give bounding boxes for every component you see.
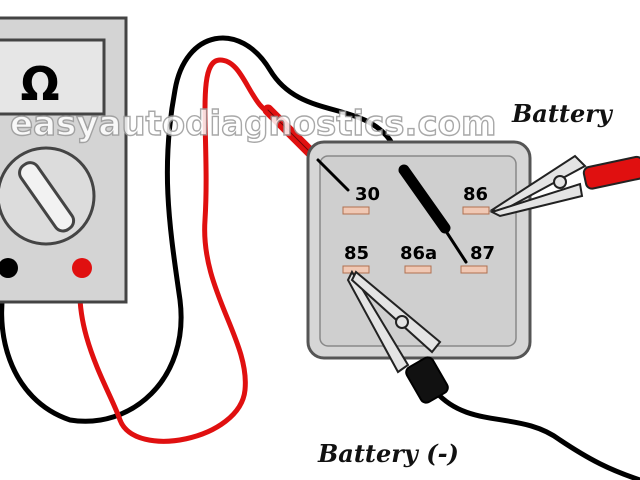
volt-ohm-jack xyxy=(72,258,92,278)
terminal-86 xyxy=(462,206,490,215)
pin-label-86: 86 xyxy=(463,184,488,205)
red-test-lead xyxy=(77,57,278,444)
black-probe-over xyxy=(398,164,451,234)
positive-clip-jaw-lower xyxy=(489,182,584,218)
ohm-symbol: Ω xyxy=(20,57,59,111)
positive-clip-pivot xyxy=(553,175,567,189)
terminal-87 xyxy=(460,265,488,274)
pin-label-87: 87 xyxy=(470,243,495,264)
black-probe-tip-over xyxy=(438,220,468,264)
terminal-86a xyxy=(404,265,432,274)
negative-clip-pivot xyxy=(395,315,409,329)
watermark: easyautodiagnostics.com xyxy=(10,104,496,144)
red-probe-outline xyxy=(267,109,313,155)
negative-battery-wire xyxy=(433,389,640,480)
rotary-selector-knob[interactable] xyxy=(16,159,77,234)
multimeter: Ω xyxy=(0,16,128,304)
negative-clip-boot xyxy=(405,356,449,404)
com-jack xyxy=(0,258,18,278)
terminal-30 xyxy=(342,206,370,215)
pin-label-85: 85 xyxy=(344,243,369,264)
positive-alligator-clip-icon xyxy=(489,154,640,218)
black-test-lead xyxy=(0,35,415,424)
battery-negative-label: Battery (-) xyxy=(317,439,459,468)
pin-label-86a: 86a xyxy=(400,243,437,264)
negative-clip-jaw-left xyxy=(346,269,410,374)
negative-clip-jaw-right xyxy=(350,270,442,354)
battery-positive-label: Battery xyxy=(511,99,614,128)
negative-alligator-clip-icon xyxy=(346,269,449,404)
positive-clip-boot xyxy=(582,155,640,190)
pin-label-30: 30 xyxy=(355,184,380,205)
multimeter-display xyxy=(0,38,106,116)
red-probe-tip-over xyxy=(316,158,350,192)
